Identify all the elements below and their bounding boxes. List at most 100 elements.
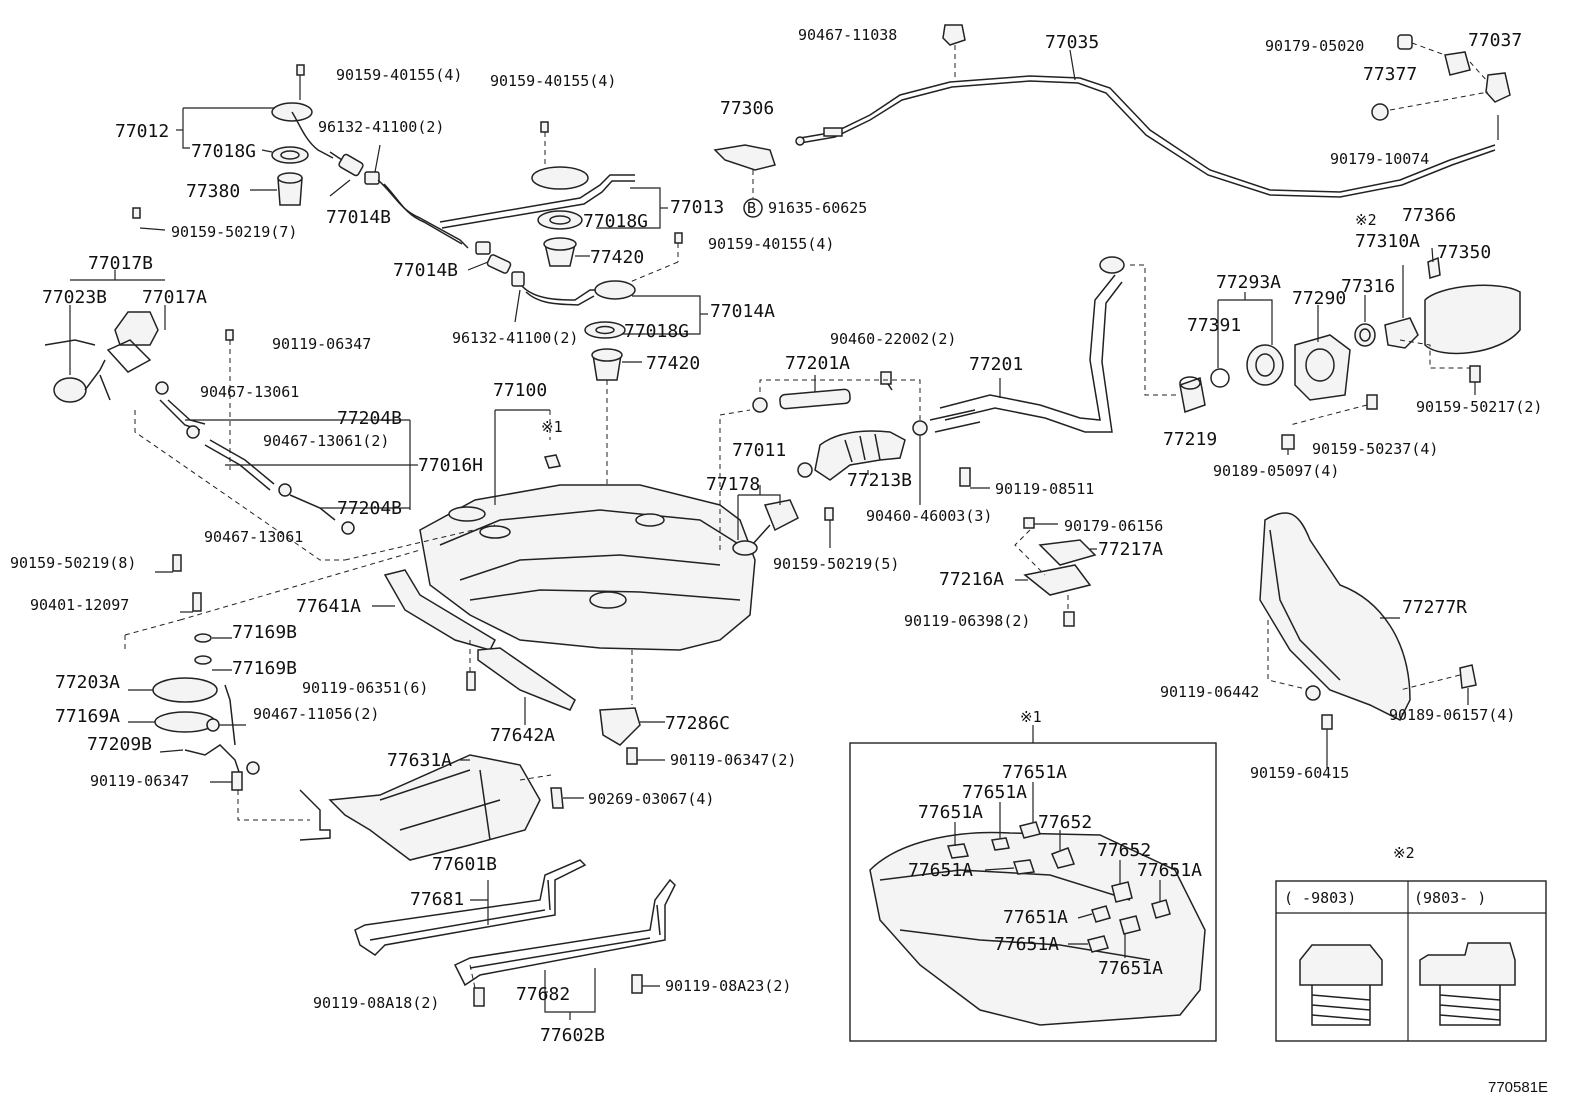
- tube-lower-left: [224, 684, 236, 746]
- fuel-tank-77100: [179, 409, 756, 651]
- cap-old: [1299, 944, 1383, 986]
- label-inset1-77651a-h: 77651A: [1098, 958, 1163, 979]
- door-77350: [1424, 284, 1521, 355]
- label-inset1-77651a-g: 77651A: [994, 934, 1059, 955]
- shield-77277r-rib: [1269, 529, 1341, 681]
- protectors-group: [372, 569, 665, 765]
- leader-96132-a: [374, 144, 381, 173]
- label-77012: 77012: [115, 121, 169, 142]
- label-77380: 77380: [186, 181, 240, 202]
- pad-a: [946, 843, 970, 859]
- label-90269-03067: 90269-03067(4): [588, 790, 714, 808]
- tank-opening-b: [479, 525, 511, 539]
- strap-77602b: [453, 878, 676, 987]
- label-90159-50237: 90159-50237(4): [1312, 440, 1438, 458]
- label-77018g-c: 77018G: [624, 321, 689, 342]
- protector-77641a: [383, 569, 496, 651]
- neck-77293a: [1246, 344, 1284, 386]
- sender-gauge-wire: [291, 111, 334, 159]
- label-90159-50219-8: 90159-50219(8): [10, 554, 136, 572]
- ring-77391: [1210, 368, 1230, 388]
- tank-opening-c: [635, 513, 665, 527]
- undercover-77631a: [328, 754, 541, 861]
- label-90119-08511: 90119-08511: [995, 480, 1094, 498]
- tank-dash-link-b: [179, 549, 421, 621]
- inset-leader-h: [1077, 913, 1093, 919]
- label-77014b-a: 77014B: [326, 207, 391, 228]
- label-inset1-77651a-d: 77651A: [908, 860, 973, 881]
- tank-opening-a: [448, 506, 486, 522]
- neck-77293a-hole: [1255, 353, 1275, 377]
- spring-77366: [1427, 256, 1441, 279]
- cable-eye: [795, 136, 805, 146]
- filler-cap-group: [1130, 247, 1521, 455]
- inset-leader-e: [984, 867, 1015, 871]
- cap-new-thread: [1439, 985, 1501, 1026]
- bracket-lower-left: [299, 789, 331, 841]
- cable-77035-group: [795, 24, 1499, 198]
- inset-1-tank-contours: [879, 869, 1151, 961]
- label-96132-41100-a: 96132-41100(2): [318, 118, 444, 136]
- fill-pipe-group: [752, 256, 1125, 505]
- clamp-90467-13061-c: [278, 483, 292, 497]
- label-77213b: 77213B: [847, 470, 912, 491]
- label-90467-11056: 90467-11056(2): [253, 705, 379, 723]
- label-inset1-77651a-f: 77651A: [1003, 907, 1068, 928]
- pad-c: [1019, 821, 1041, 839]
- clip-90189-05097: [1281, 434, 1295, 450]
- label-90460-22002: 90460-22002(2): [830, 330, 956, 348]
- sleeve-77219-top: [1179, 376, 1201, 390]
- ring-77316-hole: [1359, 328, 1371, 342]
- pump-tube: [439, 174, 635, 223]
- fill-pipe-end: [1099, 256, 1125, 274]
- gasket-77018g-a-hole: [280, 150, 300, 160]
- clip-90119-06442: [1305, 685, 1321, 701]
- label-inset1-77651a-a: 77651A: [1002, 762, 1067, 783]
- breather-tube-a-2: [383, 183, 463, 245]
- bolt-90119-06347-a: [225, 329, 234, 341]
- clip-90179-06156: [1023, 517, 1035, 529]
- label-90467-11038: 90467-11038: [798, 26, 897, 44]
- inlet-77011-neck: [751, 524, 771, 546]
- label-90119-08a23: 90119-08A23(2): [665, 977, 791, 995]
- label-90179-10074: 90179-10074: [1330, 150, 1429, 168]
- label-x1-small: ※1: [541, 418, 563, 436]
- pump-tube-2: [441, 180, 635, 229]
- tank-contour-b: [459, 554, 721, 581]
- pad-b: [991, 837, 1010, 851]
- label-77217a: 77217A: [1098, 539, 1163, 560]
- bolt-50219-7-leader: [139, 227, 166, 231]
- pad-i: [1119, 915, 1141, 935]
- hose-77201a: [779, 388, 851, 410]
- inlet-77011-group: [719, 409, 834, 556]
- label-90179-05020: 90179-05020: [1265, 37, 1364, 55]
- label-90159-40155-c: 90159-40155(4): [708, 235, 834, 253]
- pad-g: [1151, 899, 1171, 919]
- label-90189-05097: 90189-05097(4): [1213, 462, 1339, 480]
- shield-77277r-group: [1259, 512, 1477, 768]
- cable-77035-b: [799, 80, 1496, 198]
- housing-77290: [1294, 334, 1351, 401]
- sender-plate: [106, 339, 152, 373]
- pad-f: [1111, 881, 1133, 903]
- clamp-90467-13061-a: [155, 381, 169, 395]
- label-77201a: 77201A: [785, 353, 850, 374]
- cap-old-thread: [1311, 985, 1371, 1026]
- label-b-circle: B: [747, 199, 756, 217]
- bolt-90119-06347-b: [231, 771, 243, 791]
- label-inset2-title: ※2: [1393, 844, 1415, 862]
- clip-dash: [759, 379, 921, 420]
- bolt-90159-60415: [1321, 714, 1333, 730]
- label-77017b: 77017B: [88, 253, 153, 274]
- lock-77306: [713, 144, 776, 171]
- bracket-77011: [738, 494, 781, 505]
- label-90179-06156: 90179-06156: [1064, 517, 1163, 535]
- label-90119-08a18: 90119-08A18(2): [313, 994, 439, 1012]
- pad-x1-small: [543, 454, 562, 469]
- label-77037: 77037: [1468, 30, 1522, 51]
- ring-77169b-a: [194, 633, 212, 643]
- inlet-dash: [719, 409, 751, 550]
- plate-77014a: [594, 280, 636, 300]
- gasket-77169a: [154, 711, 216, 733]
- hose-77213b: [814, 430, 906, 481]
